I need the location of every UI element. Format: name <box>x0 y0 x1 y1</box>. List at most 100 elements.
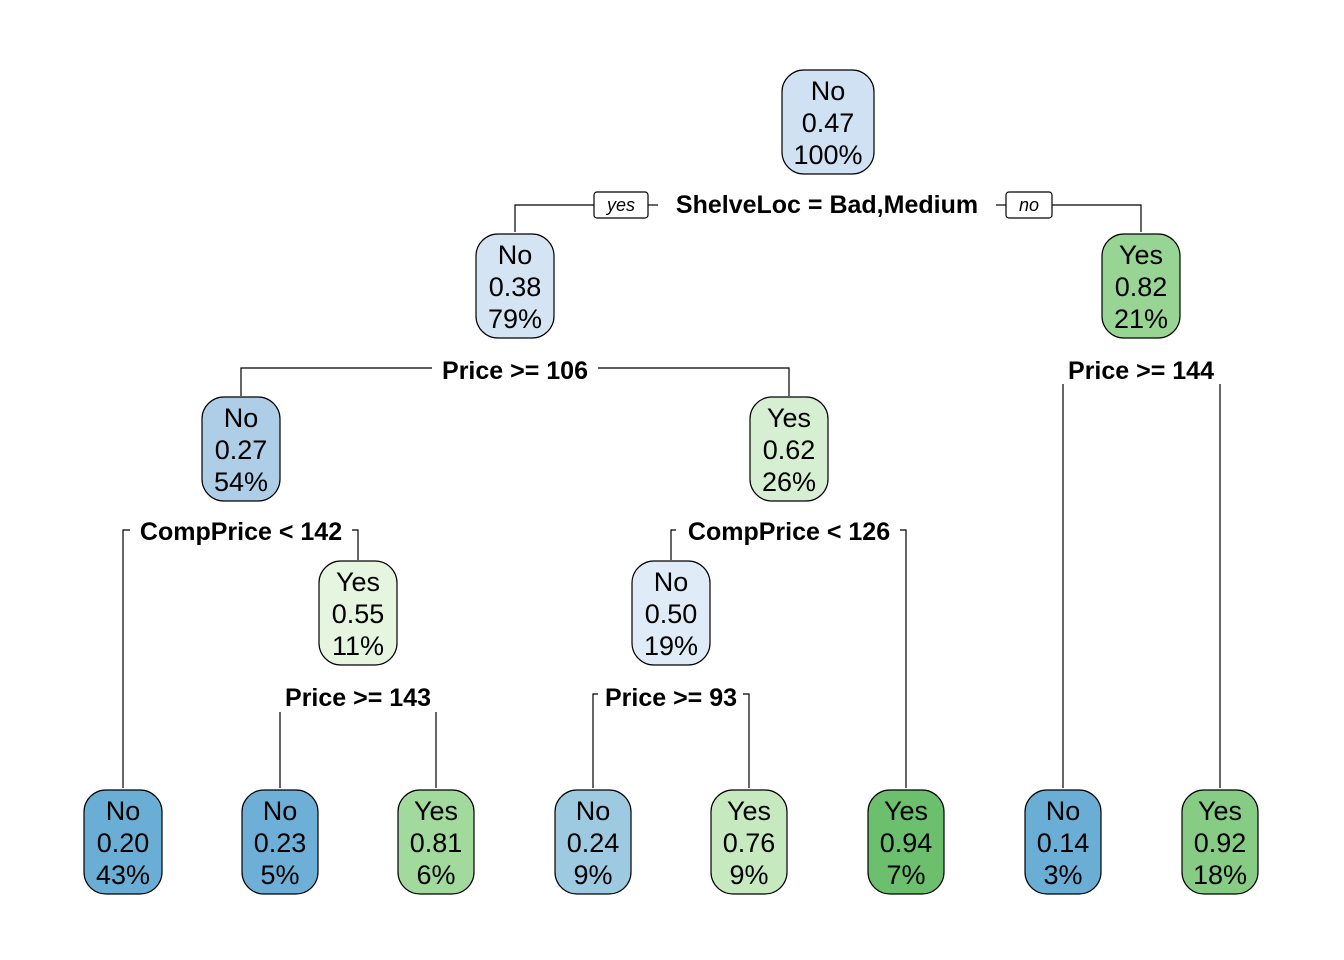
node-class-label: No <box>1046 796 1081 826</box>
tree-node: Yes 0.82 21% <box>1101 233 1181 339</box>
tree-node: Yes 0.92 18% <box>1181 789 1259 895</box>
node-probability: 0.24 <box>567 828 620 858</box>
node-box <box>710 789 788 895</box>
split-labels: ShelveLoc = Bad,Medium Price >= 106 Pric… <box>140 191 1214 712</box>
node-class-label: Yes <box>1198 796 1242 826</box>
node-probability: 0.27 <box>215 435 268 465</box>
node-box <box>1024 789 1102 895</box>
node-percent: 43% <box>96 860 150 890</box>
edge-n2-left <box>240 367 432 396</box>
node-probability: 0.23 <box>254 828 307 858</box>
node-probability: 0.76 <box>723 828 776 858</box>
node-percent: 18% <box>1193 860 1247 890</box>
node-percent: 3% <box>1043 860 1082 890</box>
edge-n10-right <box>743 693 750 788</box>
node-percent: 5% <box>260 860 299 890</box>
tree-node: Yes 0.81 6% <box>397 789 475 895</box>
node-box <box>631 560 711 666</box>
tree-node: Yes 0.55 11% <box>318 560 398 666</box>
branch-tag-no: no <box>1005 191 1053 219</box>
node-class-label: Yes <box>336 567 380 597</box>
node-class-label: Yes <box>414 796 458 826</box>
node-probability: 0.20 <box>97 828 150 858</box>
split-price-106: Price >= 106 <box>442 357 588 385</box>
node-percent: 54% <box>214 467 268 497</box>
node-probability: 0.55 <box>332 599 385 629</box>
tree-node: Yes 0.76 9% <box>710 789 788 895</box>
node-box <box>397 789 475 895</box>
split-compprice-142: CompPrice < 142 <box>140 518 342 546</box>
branch-tag-yes: yes <box>593 191 649 219</box>
edge-n10-left <box>592 693 598 788</box>
node-percent: 26% <box>762 467 816 497</box>
tree-nodes: No 0.47 100% No 0.38 79% Yes 0.82 21% No… <box>83 69 1259 895</box>
tree-node: No 0.23 5% <box>241 789 319 895</box>
node-class-label: No <box>576 796 611 826</box>
branch-label-yes: yes <box>605 195 635 215</box>
edge-root-right <box>1052 204 1142 232</box>
node-percent: 100% <box>793 140 862 170</box>
tree-node: No 0.14 3% <box>1024 789 1102 895</box>
node-percent: 19% <box>644 631 698 661</box>
tree-edges <box>122 204 1221 788</box>
node-box <box>749 396 829 502</box>
tree-node: No 0.38 79% <box>475 233 555 339</box>
edge-n4-right <box>352 529 359 560</box>
node-box <box>83 789 163 895</box>
node-probability: 0.94 <box>880 828 933 858</box>
node-percent: 7% <box>886 860 925 890</box>
split-shelveloc: ShelveLoc = Bad,Medium <box>676 191 978 219</box>
node-class-label: No <box>263 796 298 826</box>
node-probability: 0.14 <box>1037 828 1090 858</box>
tree-node: Yes 0.62 26% <box>749 396 829 502</box>
node-class-label: No <box>811 76 846 106</box>
node-box <box>318 560 398 666</box>
node-box <box>781 69 875 175</box>
node-probability: 0.81 <box>410 828 463 858</box>
node-box <box>241 789 319 895</box>
tree-node: No 0.50 19% <box>631 560 711 666</box>
node-probability: 0.50 <box>645 599 698 629</box>
tree-node: Yes 0.94 7% <box>867 789 945 895</box>
node-box <box>1101 233 1181 339</box>
node-class-label: Yes <box>767 403 811 433</box>
edge-n2-right <box>598 367 790 396</box>
edge-n4-left <box>122 529 130 788</box>
node-probability: 0.47 <box>802 108 855 138</box>
node-probability: 0.92 <box>1194 828 1247 858</box>
split-price-93: Price >= 93 <box>605 684 737 712</box>
node-box <box>867 789 945 895</box>
edge-root-left <box>514 204 594 232</box>
node-box <box>201 396 281 502</box>
node-class-label: No <box>498 240 533 270</box>
tree-node: No 0.27 54% <box>201 396 281 502</box>
split-compprice-126: CompPrice < 126 <box>688 518 890 546</box>
node-class-label: Yes <box>884 796 928 826</box>
edge-n5-right <box>900 529 907 788</box>
node-percent: 79% <box>488 304 542 334</box>
node-class-label: Yes <box>1119 240 1163 270</box>
node-probability: 0.62 <box>763 435 816 465</box>
node-class-label: No <box>654 567 689 597</box>
node-box <box>1181 789 1259 895</box>
node-probability: 0.82 <box>1115 272 1168 302</box>
node-probability: 0.38 <box>489 272 542 302</box>
split-price-144: Price >= 144 <box>1068 357 1214 385</box>
node-percent: 6% <box>416 860 455 890</box>
tree-node: No 0.47 100% <box>781 69 875 175</box>
node-percent: 9% <box>729 860 768 890</box>
node-class-label: No <box>106 796 141 826</box>
tree-node: No 0.20 43% <box>83 789 163 895</box>
node-percent: 11% <box>332 631 384 661</box>
node-box <box>475 233 555 339</box>
node-percent: 9% <box>573 860 612 890</box>
node-class-label: No <box>224 403 259 433</box>
node-box <box>554 789 632 895</box>
node-percent: 21% <box>1114 304 1168 334</box>
edge-n5-left <box>670 529 676 560</box>
node-class-label: Yes <box>727 796 771 826</box>
branch-label-no: no <box>1019 195 1039 215</box>
split-price-143: Price >= 143 <box>285 684 431 712</box>
tree-node: No 0.24 9% <box>554 789 632 895</box>
